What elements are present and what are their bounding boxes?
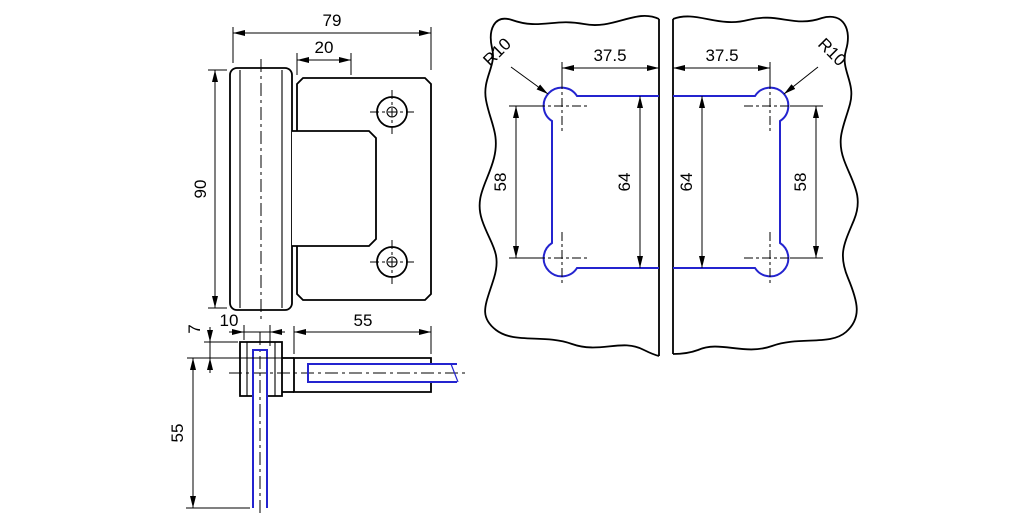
glass-panel-left-break-outline [478,14,660,357]
knuckle-clamp-outline [239,341,283,397]
dim-label-left-hole-spacing: 58 [491,173,510,192]
glass-cutout-template: 37.5 37.5 58 58 64 64 R10 R10 [478,14,859,357]
dim-label-glass-offset: 10 [220,311,239,330]
glass-panel-right-break-outline [672,15,859,355]
hinge-tongue [292,130,377,247]
dim-label-right-hole-spacing: 58 [791,173,810,192]
cutout-left [542,86,659,278]
radius-leader-line [510,66,549,95]
dim-label-overall-width: 79 [323,11,342,30]
front-view: 79 20 90 [191,11,432,319]
cutout-right [673,86,790,278]
dim-label-top-offset: 20 [315,38,334,57]
dim-label-overall-height: 90 [191,180,210,199]
dim-label-left-cutout-height: 64 [615,173,634,192]
dim-label-left-edge-to-hole: 37.5 [593,46,626,65]
horizontal-glass-panel [307,363,457,383]
radius-leader-line [783,66,819,95]
dim-label-plate-length: 55 [354,311,373,330]
dim-label-left-corner-radius: R10 [479,34,514,69]
top-view: 7 10 55 55 [168,311,468,517]
vertical-glass-panel [252,349,268,508]
plate-clamp-outline [293,357,432,393]
dim-label-cap-height: 7 [185,324,204,333]
dim-label-right-edge-to-hole: 37.5 [705,46,738,65]
dim-label-right-cutout-height: 64 [677,173,696,192]
glass-break-line [450,363,459,383]
dim-label-glass-depth: 55 [168,424,187,443]
